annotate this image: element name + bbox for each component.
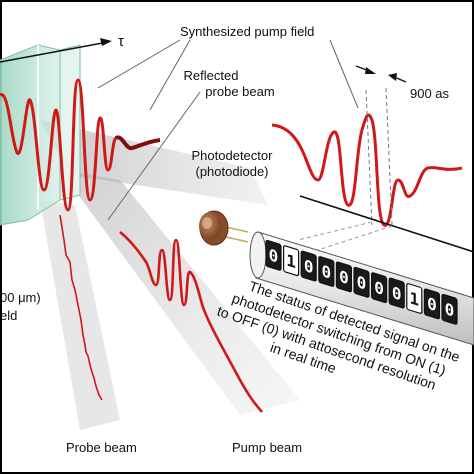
digit-cell: 0	[388, 277, 405, 309]
projection-line-1	[297, 221, 373, 241]
digit-box	[371, 272, 388, 304]
pointer-synth-1	[97, 39, 181, 89]
digit-value: 1	[409, 288, 419, 310]
digit-cell: 0	[318, 256, 335, 287]
digit-cell: 0	[441, 293, 458, 325]
digit-cell: 1	[283, 245, 300, 277]
digit-cell: 0	[335, 261, 352, 293]
digit-cell: 0	[300, 250, 317, 282]
digit-cell: 0	[423, 288, 440, 320]
timing-arrowhead-left	[365, 67, 376, 74]
photodetector-label-1: Photodetector	[192, 148, 274, 163]
digit-box	[423, 288, 440, 320]
synthesized-field-label: Synthesized pump field	[180, 24, 314, 39]
digit-box	[388, 277, 405, 309]
probe-waveform	[59, 214, 103, 401]
timing-dash-right	[385, 87, 393, 226]
digit-box	[406, 283, 423, 314]
detail-baseline	[299, 195, 474, 253]
tau-arrowhead	[100, 38, 112, 46]
digit-box	[300, 250, 317, 282]
photodetector-label-2: (photodiode)	[196, 164, 269, 179]
timing-arrowhead-right	[388, 73, 397, 81]
reflected-beam-label-2: probe beam	[205, 84, 274, 99]
synthesized-waveform-tail	[114, 135, 161, 151]
digit-box	[353, 266, 370, 298]
digit-cell: 1	[406, 283, 423, 314]
digit-box	[335, 261, 352, 293]
digit-box	[441, 293, 458, 325]
pointer-synth-3	[329, 39, 359, 109]
digit-value: 0	[269, 245, 279, 267]
digit-box	[283, 245, 300, 277]
digit-box	[318, 256, 335, 287]
digit-cell: 0	[353, 266, 370, 298]
digit-value: 0	[321, 261, 331, 283]
thickness-label-1: 00 μm)	[0, 290, 41, 305]
pointer-reflected	[107, 91, 201, 221]
digit-value: 0	[304, 256, 314, 278]
projection-line-2	[317, 225, 393, 251]
digit-value: 0	[427, 294, 437, 316]
pump-beam-path	[60, 170, 300, 415]
synthesized-waveform	[0, 78, 118, 212]
pump-beam-label: Pump beam	[232, 440, 302, 455]
digit-value: 0	[357, 272, 367, 294]
tau-label: τ	[118, 33, 124, 50]
digit-value: 0	[339, 267, 349, 289]
pump-waveform	[119, 230, 263, 413]
thickness-label-2: eld	[0, 308, 17, 323]
timing-dash-left	[365, 89, 373, 226]
digit-value: 0	[392, 283, 402, 305]
digit-value: 0	[374, 278, 384, 300]
digit-value: 0	[445, 299, 455, 321]
probe-beam-label: Probe beam	[66, 440, 137, 455]
detail-waveform	[271, 113, 463, 227]
digit-box	[265, 239, 282, 271]
tau-axis	[0, 41, 109, 63]
reflected-beam-label-1: Reflected	[184, 68, 239, 83]
digit-cell: 0	[265, 239, 282, 271]
pointer-synth-2	[149, 39, 191, 111]
digit-value: 1	[286, 251, 296, 273]
digit-cell: 0	[371, 272, 388, 304]
timing-label: 900 as	[410, 86, 450, 101]
photodiode	[199, 210, 249, 246]
